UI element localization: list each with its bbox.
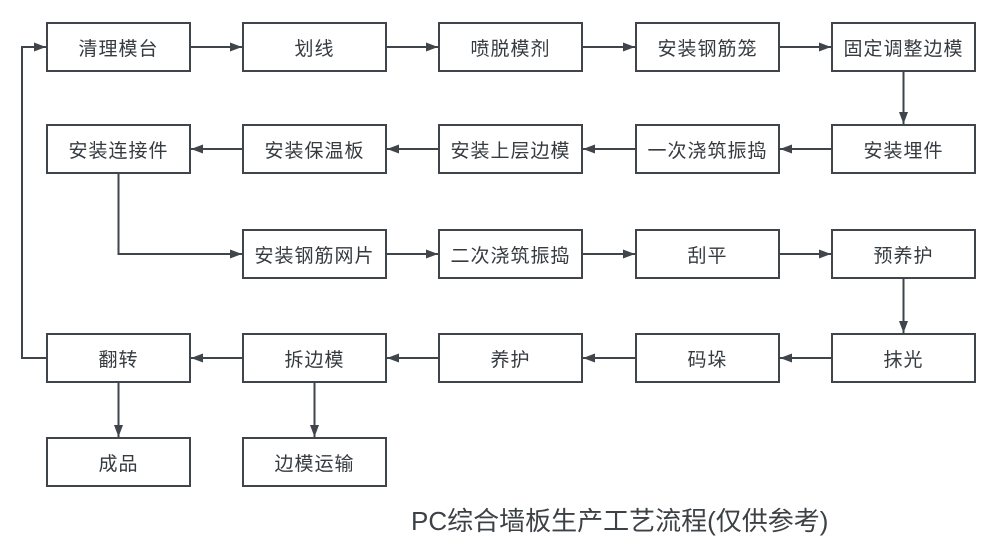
flow-node-fix-adjust-side-mold: 固定调整边模: [831, 22, 976, 72]
flow-node-install-upper-side-mold: 安装上层边模: [438, 124, 583, 174]
flow-node-screed-level: 刮平: [635, 229, 780, 279]
diagram-caption: PC综合墙板生产工艺流程(仅供参考): [411, 506, 829, 536]
flow-node-install-insulation-board: 安装保温板: [242, 124, 387, 174]
flow-node-first-pour-vibrate: 一次浇筑振捣: [635, 124, 780, 174]
flow-node-install-rebar-cage: 安装钢筋笼: [635, 22, 780, 72]
flow-node-pre-curing: 预养护: [831, 229, 976, 279]
flow-node-second-pour-vibrate: 二次浇筑振捣: [438, 229, 583, 279]
flow-node-marking: 划线: [242, 22, 387, 72]
edge-flip-to-clean-loop: [21, 42, 46, 359]
flow-node-install-rebar-mesh: 安装钢筋网片: [242, 229, 387, 279]
flow-node-install-connectors: 安装连接件: [46, 124, 191, 174]
flow-node-trowel-finish: 抹光: [831, 333, 976, 383]
flow-node-clean-mold-table: 清理模台: [46, 22, 191, 72]
flow-node-flip: 翻转: [46, 333, 191, 383]
flow-node-side-mold-transport: 边模运输: [242, 437, 387, 487]
flow-node-curing: 养护: [438, 333, 583, 383]
flow-node-finished-product: 成品: [46, 437, 191, 487]
flow-node-stacking: 码垛: [635, 333, 780, 383]
flow-node-remove-side-mold: 拆边模: [242, 333, 387, 383]
edge-connectors-to-rebar-mesh: [117, 174, 242, 259]
flow-node-install-embedded-parts: 安装埋件: [831, 124, 976, 174]
flow-node-spray-release-agent: 喷脱模剂: [438, 22, 583, 72]
